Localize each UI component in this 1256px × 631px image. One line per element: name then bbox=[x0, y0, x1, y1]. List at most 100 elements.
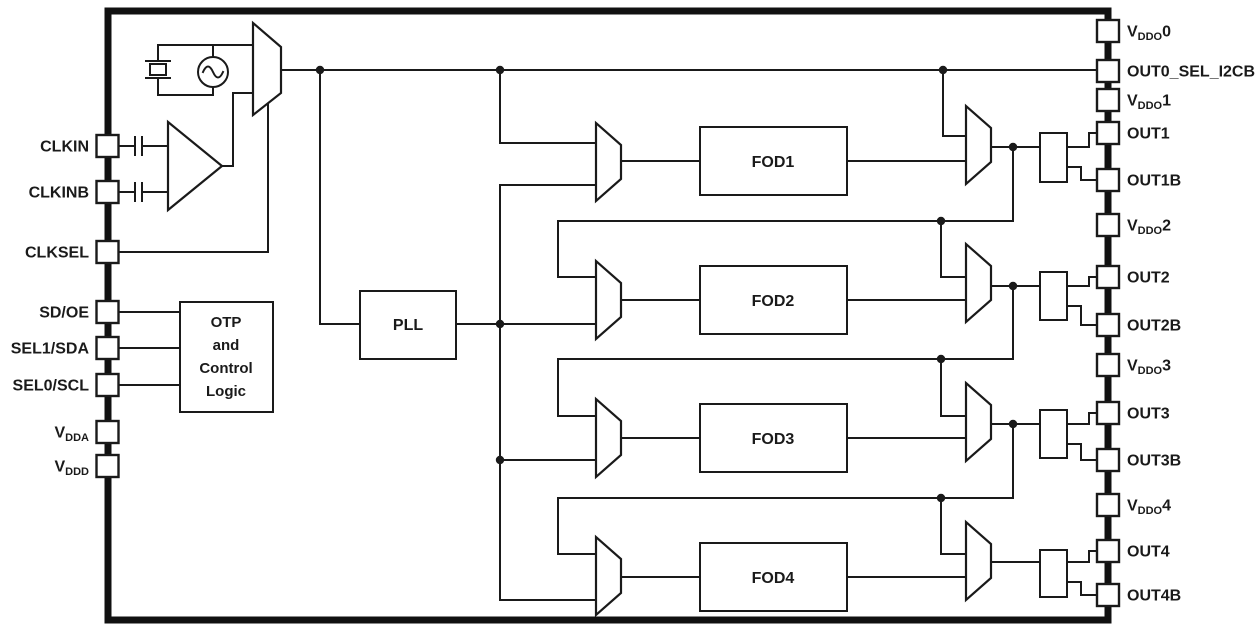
pin-label-out0-sel-i2cb: OUT0_SEL_I2CB bbox=[1127, 64, 1255, 81]
junction-dot bbox=[495, 319, 505, 329]
pin-vddo3 bbox=[1095, 352, 1121, 378]
pin-out4b bbox=[1095, 582, 1121, 608]
junction-dot bbox=[936, 354, 946, 364]
pin-out2b bbox=[1095, 312, 1121, 338]
pin-label-clkin: CLKIN bbox=[40, 139, 89, 156]
fod4-input-mux bbox=[594, 534, 623, 618]
out2-driver-pin-wires bbox=[1066, 276, 1098, 326]
pin-label-out3: OUT3 bbox=[1127, 406, 1170, 423]
crystal-plates-icon bbox=[145, 60, 171, 79]
fod3-label: FOD3 bbox=[752, 431, 795, 448]
otp-control-logic-block bbox=[179, 301, 274, 413]
pin-out1b bbox=[1095, 167, 1121, 193]
cascade3-to-out4-mux-wire bbox=[940, 497, 967, 555]
pin-label-sel1-sda: SEL1/SDA bbox=[11, 341, 90, 358]
fod4-block bbox=[699, 542, 848, 612]
cascade2-wire bbox=[557, 285, 1014, 417]
pin-clkin bbox=[95, 133, 120, 159]
fod2-input-mux bbox=[594, 258, 623, 342]
out4-driver-block bbox=[1039, 549, 1068, 598]
otp-label-line3: Control bbox=[199, 360, 252, 377]
right-pins: VDDO0 OUT0_SEL_I2CB VDDO1 OUT1 OUT1B VDD… bbox=[1095, 18, 1255, 608]
pin-sel1-sda bbox=[95, 335, 120, 361]
pll-block bbox=[359, 290, 457, 360]
pin-vdda bbox=[95, 419, 120, 445]
fod3-input-mux bbox=[594, 396, 623, 480]
pin-out3b bbox=[1095, 447, 1121, 473]
pin-label-out4b: OUT4B bbox=[1127, 588, 1181, 605]
left-pins: CLKIN CLKINB CLKSEL SD/OE SEL1/SDA SEL0/… bbox=[11, 133, 120, 479]
otp-label-line2: and bbox=[213, 337, 240, 354]
fod1-label: FOD1 bbox=[752, 154, 795, 171]
out3-mux bbox=[964, 380, 993, 464]
pin-vddo4 bbox=[1095, 492, 1121, 518]
pin-sel0-scl bbox=[95, 372, 120, 398]
pin-label-out4: OUT4 bbox=[1127, 544, 1170, 561]
cascade2-to-out3-mux-wire bbox=[940, 358, 967, 417]
pin-clkinb bbox=[95, 179, 120, 205]
pin-label-vdda: VDDA bbox=[54, 425, 89, 445]
pin-label-clkinb: CLKINB bbox=[29, 185, 89, 202]
pin-label-out2b: OUT2B bbox=[1127, 318, 1181, 335]
cascade1-to-out2-mux-wire bbox=[940, 220, 967, 278]
pin-out3 bbox=[1095, 400, 1121, 426]
pin-vddo2 bbox=[1095, 212, 1121, 238]
otp-label-line4: Logic bbox=[206, 383, 246, 400]
pin-out2 bbox=[1095, 264, 1121, 290]
out3-driver-block bbox=[1039, 409, 1068, 459]
control-input-wires bbox=[118, 311, 181, 386]
pin-vddd bbox=[95, 453, 120, 479]
pin-label-out2: OUT2 bbox=[1127, 270, 1170, 287]
crystal-oscillator-circuit bbox=[145, 44, 254, 96]
pin-label-vddo2: VDDO2 bbox=[1127, 218, 1171, 238]
fod1-block bbox=[699, 126, 848, 196]
fod2-block bbox=[699, 265, 848, 335]
cascade3-wire bbox=[557, 423, 1014, 555]
clkinb-ac-cap-icon bbox=[134, 182, 143, 202]
pin-label-vddo0: VDDO0 bbox=[1127, 24, 1171, 44]
pin-label-vddo3: VDDO3 bbox=[1127, 358, 1171, 378]
fod-input-wires bbox=[620, 160, 701, 578]
xtal-loop-wires bbox=[157, 44, 214, 96]
junction-dot bbox=[1008, 419, 1018, 429]
out2-driver-block bbox=[1039, 271, 1068, 321]
pll-input-wire bbox=[319, 69, 361, 325]
pin-label-out3b: OUT3B bbox=[1127, 453, 1181, 470]
pin-clksel bbox=[95, 239, 120, 265]
pin-out0-sel-i2cb bbox=[1095, 58, 1121, 84]
junction-dot bbox=[495, 65, 505, 75]
pin-label-out1: OUT1 bbox=[1127, 126, 1170, 143]
junction-dot bbox=[936, 493, 946, 503]
pin-label-vddo1: VDDO1 bbox=[1127, 93, 1171, 113]
pin-out1 bbox=[1095, 120, 1121, 146]
out2-mux bbox=[964, 241, 993, 325]
crystal-body-icon bbox=[149, 63, 167, 76]
pin-vddo0 bbox=[1095, 18, 1121, 44]
out4-driver-pin-wires bbox=[1066, 550, 1098, 596]
junction-dot bbox=[936, 216, 946, 226]
pin-label-vddd: VDDD bbox=[54, 459, 89, 479]
fod-output-wires bbox=[846, 160, 967, 578]
clksel-wire bbox=[118, 102, 269, 253]
otp-label-line1: OTP bbox=[211, 314, 242, 331]
junction-dot bbox=[938, 65, 948, 75]
pin-label-clksel: CLKSEL bbox=[25, 245, 89, 262]
out1-driver-pin-wires bbox=[1066, 132, 1098, 181]
pin-out4 bbox=[1095, 538, 1121, 564]
refclk-to-out1-mux-wire bbox=[942, 69, 967, 137]
fod3-block bbox=[699, 403, 848, 473]
junction-dot bbox=[1008, 281, 1018, 291]
out1-driver-block bbox=[1039, 132, 1068, 183]
pin-label-out1b: OUT1B bbox=[1127, 173, 1181, 190]
pin-sd-oe bbox=[95, 299, 120, 325]
pin-vddo1 bbox=[1095, 87, 1121, 113]
out1-mux bbox=[964, 103, 993, 187]
pin-label-sel0-scl: SEL0/SCL bbox=[13, 378, 90, 395]
junction-dot bbox=[315, 65, 325, 75]
oscillator-sine-icon bbox=[201, 65, 225, 79]
clock-source-mux bbox=[251, 20, 283, 118]
input-buffer-out-wire bbox=[221, 92, 254, 167]
junction-dots bbox=[315, 65, 1018, 503]
